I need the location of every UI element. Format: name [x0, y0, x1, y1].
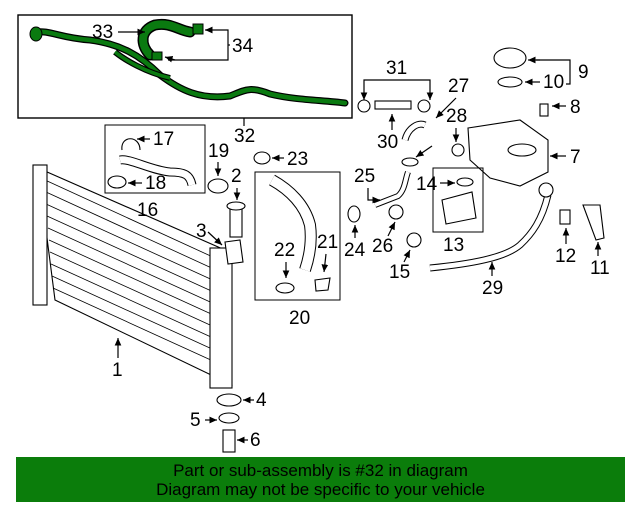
banner-line-2: Diagram may not be specific to your vehi… [156, 480, 485, 499]
radiator [32, 164, 233, 389]
callout-17: 17 [153, 129, 174, 150]
callout-3: 3 [196, 221, 207, 242]
callout-34: 34 [232, 36, 254, 57]
callout-32: 32 [234, 126, 255, 147]
part-32-box [17, 14, 353, 119]
callout-15: 15 [389, 262, 410, 283]
callout-33: 33 [92, 22, 113, 43]
callout-5: 5 [190, 410, 201, 431]
callout-18: 18 [145, 173, 166, 194]
callout-24: 24 [344, 240, 366, 261]
callout-31: 31 [386, 58, 407, 79]
callout-6: 6 [250, 430, 261, 451]
callout-26: 26 [372, 236, 393, 257]
callout-27: 27 [448, 76, 469, 97]
callout-10: 10 [543, 72, 564, 93]
info-banner: Part or sub-assembly is #32 in diagram D… [16, 457, 625, 502]
parts-diagram: 33 34 32 1 17 18 16 19 [17, 14, 610, 453]
callout-11: 11 [590, 258, 610, 279]
callout-22: 22 [274, 240, 295, 261]
callout-20: 20 [289, 308, 310, 329]
callout-28: 28 [446, 106, 467, 127]
callout-30: 30 [377, 132, 398, 153]
callout-14: 14 [416, 174, 438, 195]
callout-29: 29 [482, 278, 503, 299]
callout-23: 23 [287, 149, 308, 170]
callout-13: 13 [443, 235, 464, 256]
callout-19: 19 [208, 141, 229, 162]
callout-2: 2 [231, 166, 242, 187]
callout-7: 7 [570, 147, 581, 168]
callout-4: 4 [256, 390, 267, 411]
callout-8: 8 [570, 97, 581, 118]
callout-9: 9 [578, 62, 589, 83]
callout-12: 12 [555, 246, 576, 267]
callout-21: 21 [317, 232, 338, 253]
callout-16: 16 [137, 200, 158, 221]
callout-1: 1 [112, 360, 123, 381]
callout-25: 25 [354, 166, 375, 187]
banner-line-1: Part or sub-assembly is #32 in diagram [173, 461, 468, 480]
